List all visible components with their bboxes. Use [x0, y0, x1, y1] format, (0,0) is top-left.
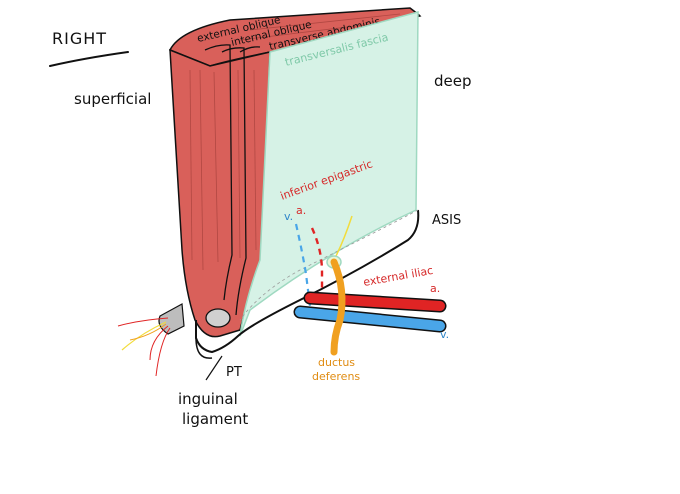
inferior-epigastric-artery	[310, 227, 324, 300]
inferior-epigastric-v-label: v.	[284, 210, 293, 223]
spermatic-cord	[117, 303, 185, 377]
deep-label: deep	[434, 72, 472, 90]
asis-label: ASIS	[432, 213, 461, 228]
inferior-epigastric-vein	[294, 223, 312, 307]
inguinal-ligament-pointer	[205, 355, 223, 381]
deferens-label: deferens	[312, 370, 360, 383]
ductus-deferens	[330, 258, 346, 356]
yellow-nerve	[335, 215, 353, 257]
ductus-label: ductus	[318, 356, 355, 369]
inguinal-ligament-floor	[195, 209, 420, 359]
external-iliac-v-label: v.	[440, 328, 449, 341]
external-iliac-vessels	[293, 291, 447, 333]
superficial-label: superficial	[74, 90, 151, 108]
inferior-epigastric-a-label: a.	[296, 204, 306, 217]
inferior-epigastric-vessels	[294, 223, 324, 307]
muscle-layer-line-2	[221, 47, 247, 316]
external-iliac-a-label: a.	[430, 282, 440, 295]
inguinal-label: inguinal	[178, 390, 238, 408]
pt-label: PT	[226, 365, 242, 380]
muscle-layer-line-1	[204, 44, 233, 301]
muscle-layer-line-3	[239, 46, 261, 53]
side-title: RIGHT	[52, 29, 107, 48]
ligament-label: ligament	[182, 410, 248, 428]
title-underline	[49, 51, 129, 67]
superficial-ring	[205, 308, 231, 328]
external-iliac-label: external iliac	[362, 264, 434, 289]
